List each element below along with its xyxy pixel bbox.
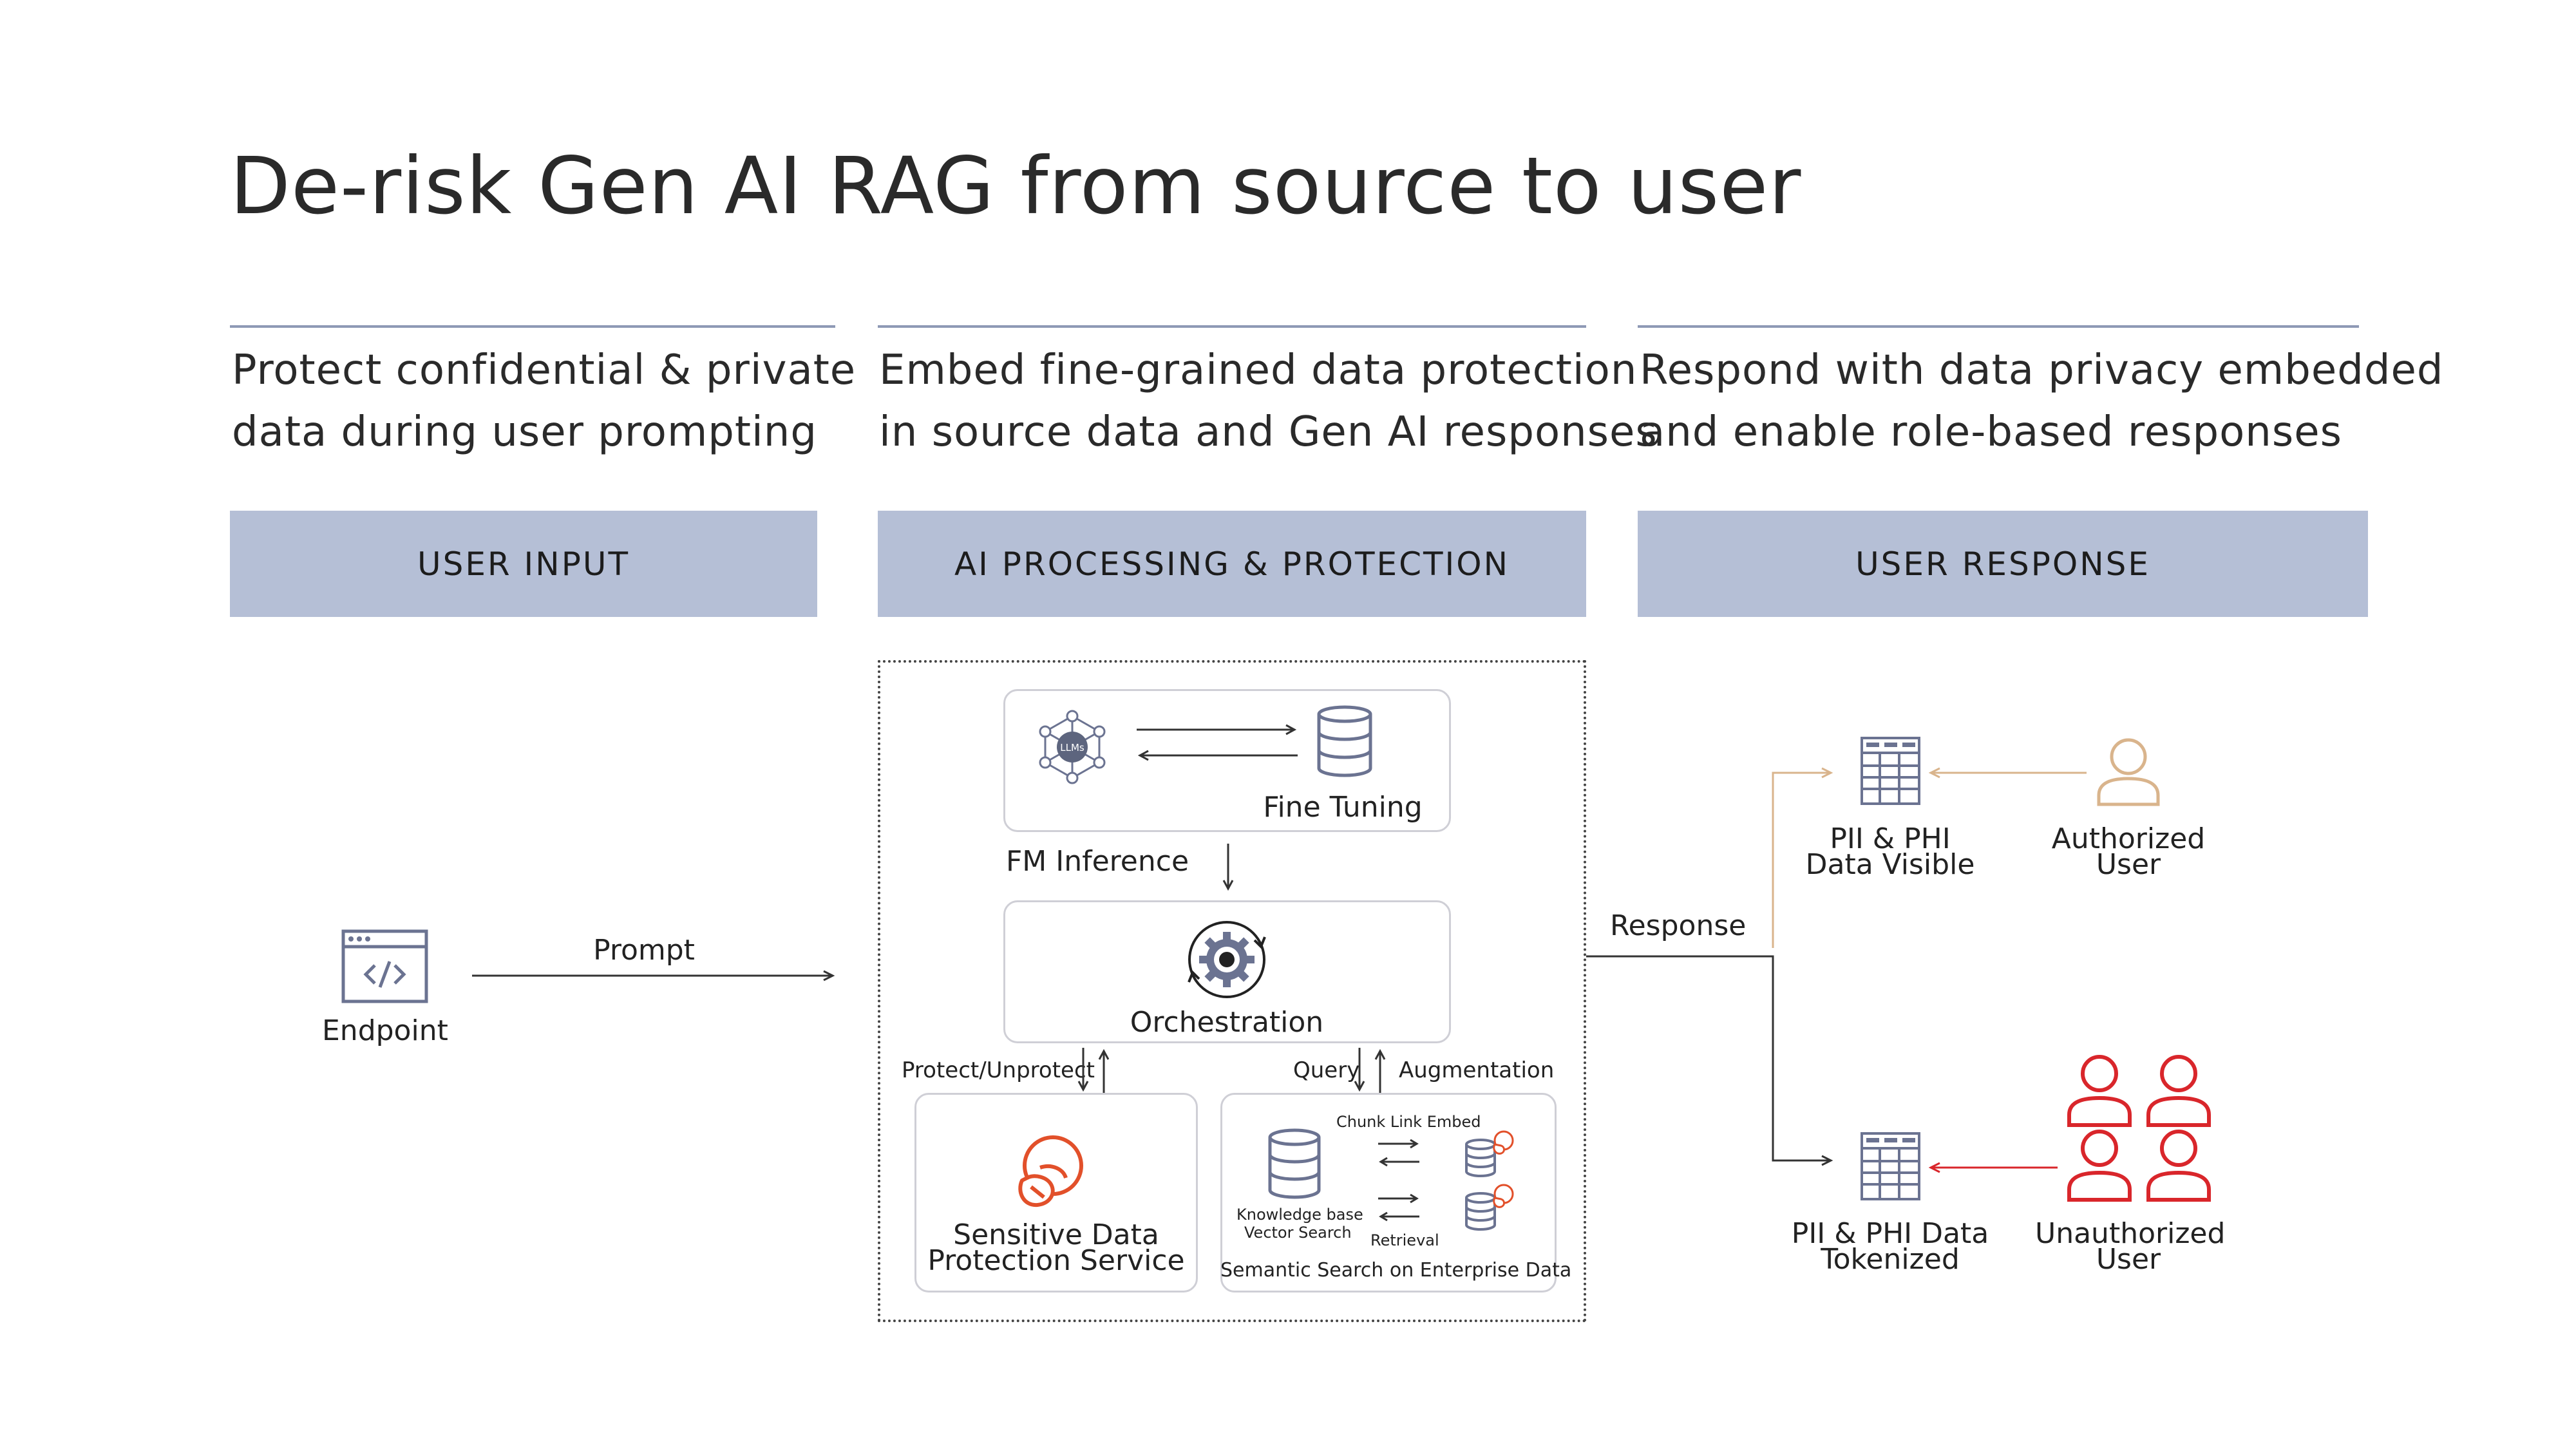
chunk-link-embed-label: Chunk Link Embed [1336, 1113, 1481, 1131]
authorized-user-icon [2097, 738, 2160, 806]
llms-badge-text: LLMs [1060, 742, 1084, 753]
fine-tuning-arrows [1137, 724, 1298, 761]
orchestration-label: Orchestration [1130, 1006, 1324, 1039]
unauthorized-arrow [1928, 1162, 2058, 1173]
authorized-arrow [1928, 767, 2087, 779]
column-heading-input: Protect confidential & private data duri… [232, 339, 856, 463]
column-rule-response [1638, 325, 2359, 328]
protection-shield-icon [1018, 1135, 1083, 1208]
sdps-line: Protection Service [927, 1244, 1185, 1277]
tokenized-label: PII & PHI Data Tokenized [1787, 1217, 1993, 1276]
band-ai-processing: AI PROCESSING & PROTECTION [878, 511, 1586, 617]
response-label: Response [1610, 909, 1747, 942]
vector-search-label: Vector Search [1244, 1224, 1352, 1242]
authorized-user-label: Authorized User [2048, 822, 2209, 881]
tokenized-line: PII & PHI Data [1791, 1217, 1989, 1250]
data-visible-label: PII & PHI Data Visible [1803, 822, 1977, 881]
unauthorized-users-icon [2067, 1055, 2211, 1202]
code-window-icon [341, 929, 428, 1003]
sdps-line: Sensitive Data [953, 1218, 1159, 1251]
protect-unprotect-label: Protect/Unprotect [902, 1057, 1095, 1083]
vector-database-icon-top [1465, 1130, 1514, 1177]
data-visible-line: PII & PHI [1830, 822, 1951, 855]
heading-line: Protect confidential & private [232, 346, 857, 394]
orchestration-gear-icon [1188, 921, 1266, 998]
knowledge-base-label: Knowledge base [1236, 1206, 1363, 1224]
fm-inference-label: FM Inference [1006, 845, 1189, 878]
query-augmentation-arrows [1354, 1048, 1386, 1093]
vector-database-icon-bottom [1465, 1184, 1514, 1231]
embed-arrows [1378, 1139, 1419, 1167]
column-heading-response: Respond with data privacy embedded and e… [1640, 339, 2443, 463]
unauthorized-line: User [2096, 1243, 2161, 1276]
fm-inference-arrow [1222, 844, 1234, 891]
heading-line: Respond with data privacy embedded [1640, 346, 2444, 394]
unauthorized-user-label: Unauthorized User [2035, 1217, 2226, 1276]
unauthorized-line: Unauthorized [2035, 1217, 2226, 1250]
column-heading-processing: Embed fine-grained data protection in so… [879, 339, 1658, 463]
retrieval-arrows [1378, 1193, 1419, 1222]
authorized-line: Authorized [2051, 822, 2206, 855]
column-rule-input [230, 325, 835, 328]
heading-line: data during user prompting [232, 408, 817, 456]
tokenized-line: Tokenized [1821, 1243, 1960, 1276]
endpoint-label: Endpoint [322, 1014, 448, 1047]
fine-tuning-label: Fine Tuning [1263, 791, 1423, 824]
llm-network-icon: LLMs [1039, 710, 1106, 784]
band-user-input: USER INPUT [230, 511, 817, 617]
column-rule-processing [878, 325, 1586, 328]
heading-line: in source data and Gen AI responses [879, 408, 1658, 456]
heading-line: and enable role-based responses [1640, 408, 2342, 456]
prompt-label: Prompt [593, 934, 695, 967]
page-title: De-risk Gen AI RAG from source to user [230, 140, 1802, 232]
kb-database-icon [1268, 1128, 1321, 1199]
retrieval-label: Retrieval [1370, 1231, 1439, 1249]
processing-container [878, 660, 1586, 1322]
tokenized-table-icon [1861, 1132, 1920, 1200]
query-label: Query [1293, 1057, 1360, 1083]
authorized-line: User [2096, 848, 2161, 881]
sdps-label: Sensitive Data Protection Service [914, 1218, 1198, 1277]
semantic-search-label: Semantic Search on Enterprise Data [1220, 1259, 1572, 1282]
data-visible-line: Data Visible [1805, 848, 1975, 881]
heading-line: Embed fine-grained data protection [879, 346, 1638, 394]
fine-tuning-database-icon [1317, 705, 1372, 777]
response-connectors [1586, 767, 1833, 1166]
augmentation-label: Augmentation [1399, 1057, 1555, 1083]
protect-unprotect-arrows [1077, 1048, 1110, 1093]
prompt-arrow [472, 970, 835, 981]
band-user-response: USER RESPONSE [1638, 511, 2368, 617]
data-visible-table-icon [1861, 737, 1920, 805]
